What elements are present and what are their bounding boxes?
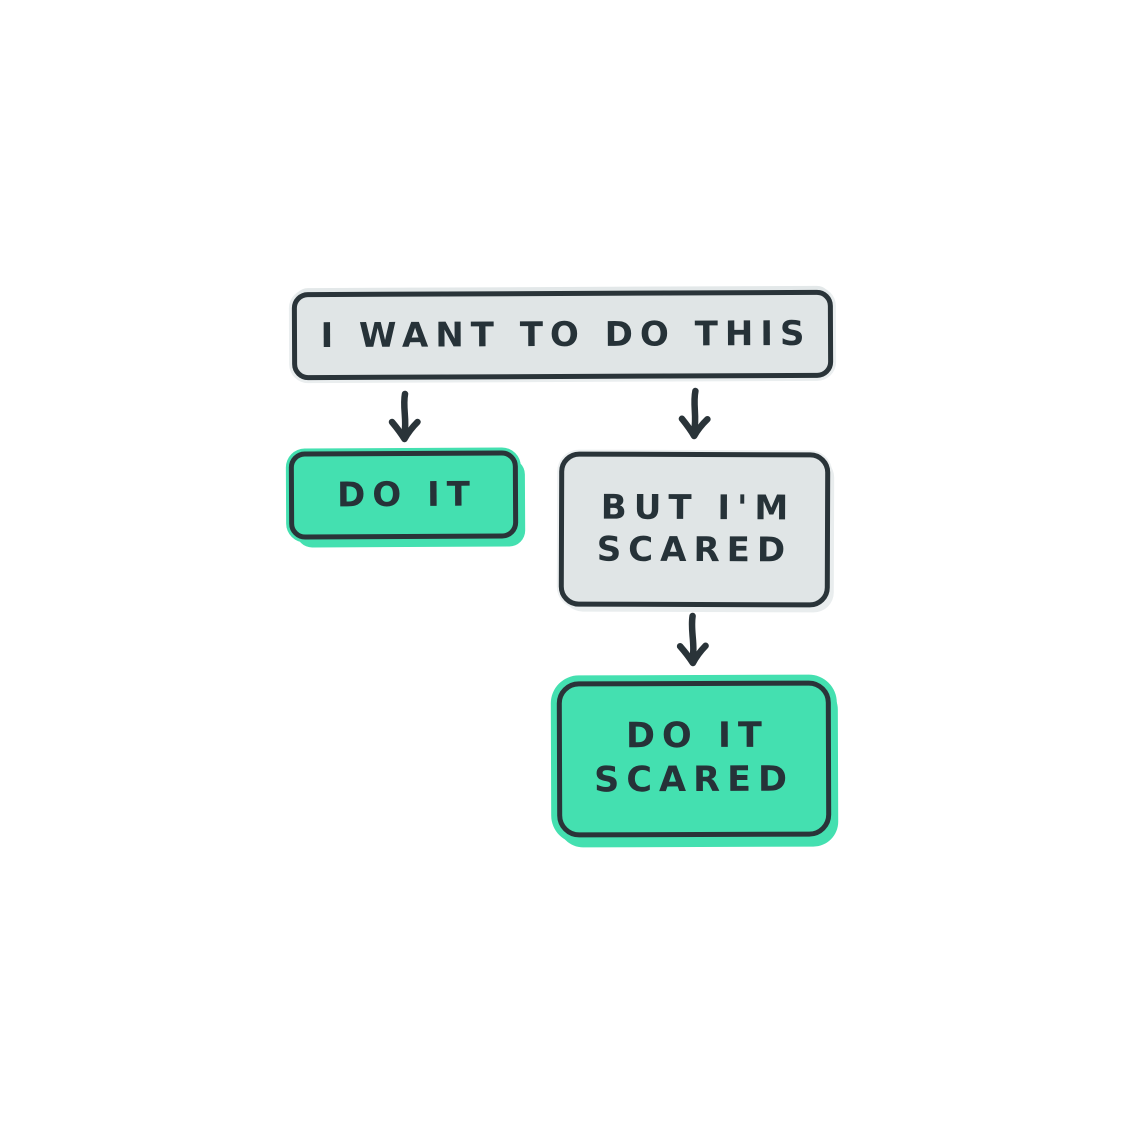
node-label: I WANT TO DO THIS (320, 313, 812, 356)
node-do-it: DO IT (288, 450, 519, 540)
node-label: DO IT SCARED (594, 715, 795, 801)
arrow-down-icon (678, 387, 713, 444)
node-but-im-scared: BUT I'M SCARED (558, 451, 831, 608)
arrow-down-icon (676, 612, 711, 669)
node-label: DO IT (336, 474, 478, 516)
arrow-down-icon (388, 390, 422, 446)
node-do-it-scared: DO IT SCARED (556, 680, 832, 838)
node-label: BUT I'M SCARED (596, 487, 796, 570)
node-i-want-to-do-this: I WANT TO DO THIS (291, 289, 834, 381)
